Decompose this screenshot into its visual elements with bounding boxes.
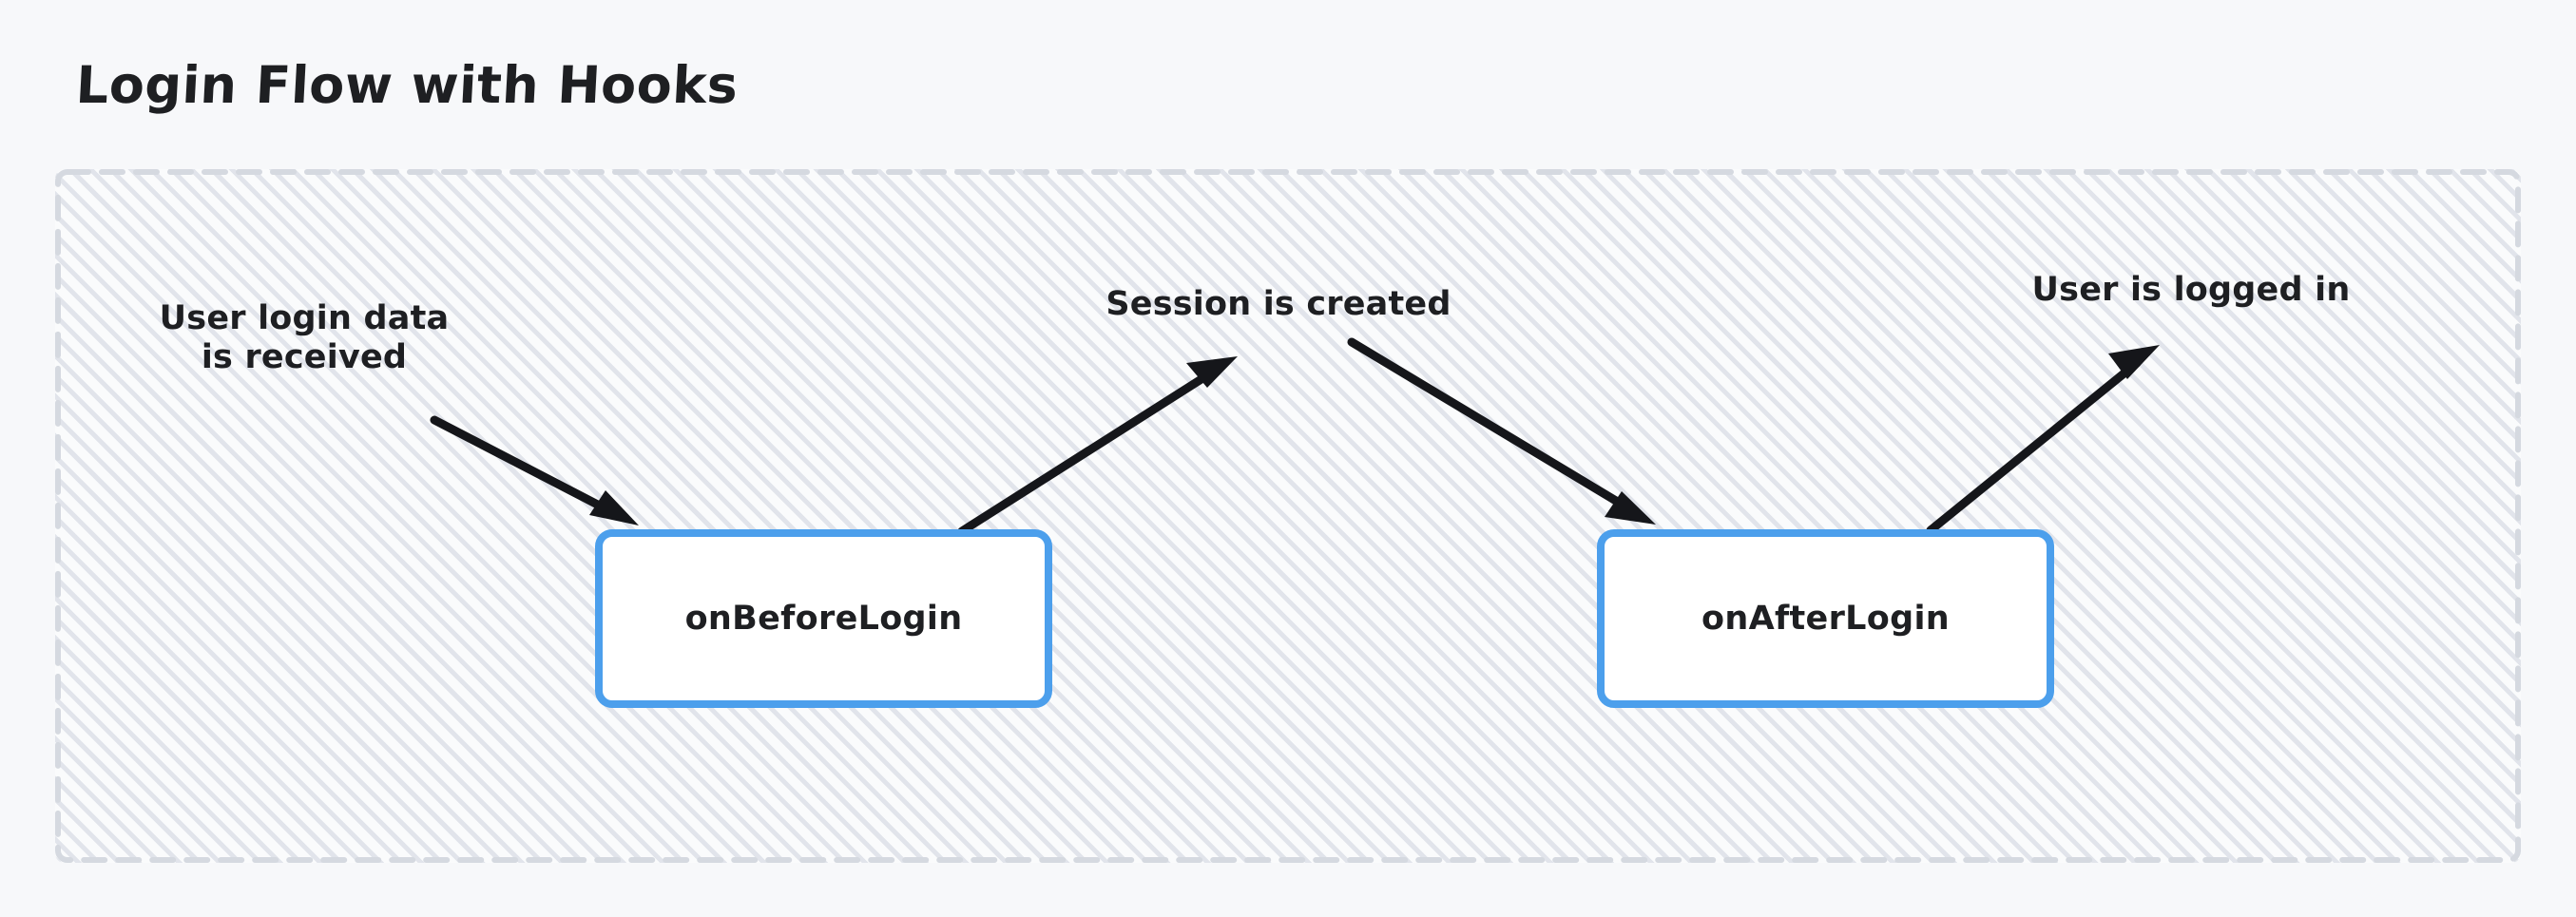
node-on-after-login[interactable]: onAfterLogin xyxy=(1597,529,2054,708)
annotation-user-login-data: User login data is received xyxy=(159,299,450,377)
node-on-before-login[interactable]: onBeforeLogin xyxy=(595,529,1052,708)
node-on-after-login-label: onAfterLogin xyxy=(1701,600,1950,638)
annotation-user-logged-in: User is logged in xyxy=(2031,271,2351,309)
node-on-before-login-label: onBeforeLogin xyxy=(684,600,963,638)
annotation-session-created: Session is created xyxy=(1105,285,1451,323)
page-title: Login Flow with Hooks xyxy=(74,55,740,115)
